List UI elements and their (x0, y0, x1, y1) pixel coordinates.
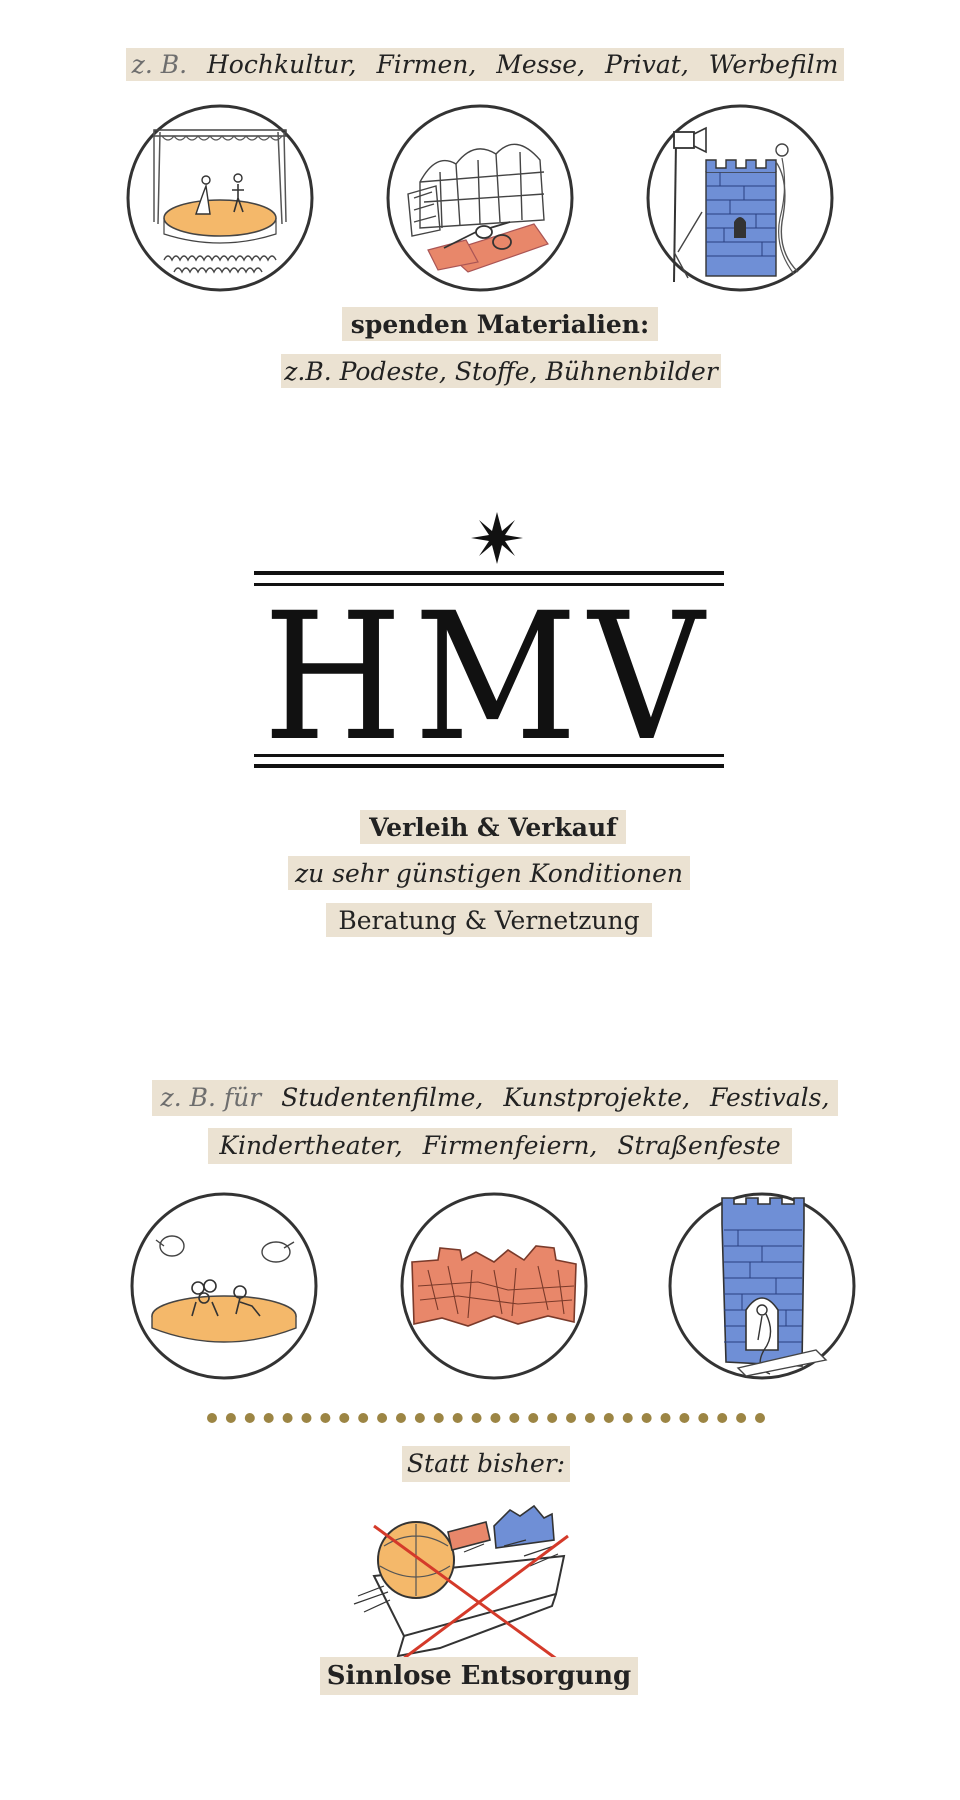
divider-dot (641, 1413, 652, 1423)
example-firmen: Firmen, (376, 50, 477, 79)
example-kunstprojekte: Kunstprojekte, (503, 1083, 691, 1112)
divider-dot (225, 1413, 236, 1423)
divider-dot (509, 1413, 520, 1423)
example-strassenfeste: Straßenfeste (617, 1131, 781, 1160)
divider-dot (622, 1413, 633, 1423)
divider-dot (339, 1413, 350, 1423)
hmv-logo: HMV (254, 512, 724, 774)
divider-dot (679, 1413, 690, 1423)
service-conditions: zu sehr günstigen Konditionen (288, 856, 690, 890)
donate-heading: spenden Materialien: (342, 307, 658, 341)
divider-dot (433, 1413, 444, 1423)
tower-princess-icon (668, 1192, 856, 1380)
puppet-stage-icon (130, 1192, 318, 1380)
dotted-divider (207, 1413, 765, 1423)
divider-dot (584, 1413, 595, 1423)
divider-dot (660, 1413, 671, 1423)
divider-dot (566, 1413, 577, 1423)
divider-dot (547, 1413, 558, 1423)
bottom-prefix: z. B. für (160, 1083, 262, 1112)
divider-dot (282, 1413, 293, 1423)
donate-examples: z.B. Podeste, Stoffe, Bühnenbilder (281, 354, 721, 388)
divider-dot (207, 1413, 217, 1423)
example-firmenfeiern: Firmenfeiern, (422, 1131, 598, 1160)
bottom-examples-row1: z. B. für Studentenfilme, Kunstprojekte,… (152, 1080, 838, 1116)
divider-dot (263, 1413, 274, 1423)
divider-dot (603, 1413, 614, 1423)
divider-dot (736, 1413, 747, 1423)
divider-dot (395, 1413, 406, 1423)
divider-dot (698, 1413, 709, 1423)
example-festivals: Festivals, (709, 1083, 830, 1112)
example-hochkultur: Hochkultur, (207, 50, 357, 79)
divider-dot (471, 1413, 482, 1423)
example-kindertheater: Kindertheater, (219, 1131, 403, 1160)
logo-mark: HMV (263, 575, 715, 774)
divider-dot (528, 1413, 539, 1423)
service-consulting: Beratung & Vernetzung (326, 903, 652, 937)
stage-performance-icon (126, 104, 314, 292)
disposal-label: Sinnlose Entsorgung (320, 1657, 638, 1695)
exhibition-hall-icon (386, 104, 574, 292)
bottom-examples-row2: Kindertheater, Firmenfeiern, Straßenfest… (208, 1128, 792, 1164)
divider-dot (414, 1413, 425, 1423)
divider-dot (452, 1413, 463, 1423)
example-messe: Messe, (496, 50, 586, 79)
example-werbefilm: Werbefilm (708, 50, 839, 79)
dumpster-crossed-icon (353, 1504, 581, 1684)
divider-dot (717, 1413, 728, 1423)
example-privat: Privat, (605, 50, 689, 79)
film-set-castle-icon (646, 104, 834, 292)
top-examples-line: z. B. Hochkultur, Firmen, Messe, Privat,… (126, 48, 844, 81)
divider-dot (244, 1413, 255, 1423)
instead-label: Statt bisher: (402, 1446, 570, 1482)
divider-dot (490, 1413, 501, 1423)
divider-dot (755, 1413, 765, 1423)
service-rental-sale: Verleih & Verkauf (360, 810, 626, 844)
star-icon (471, 512, 523, 564)
divider-dot (320, 1413, 331, 1423)
top-prefix: z. B. (131, 50, 188, 79)
divider-dot (358, 1413, 369, 1423)
city-backdrop-icon (400, 1192, 588, 1380)
divider-dot (301, 1413, 312, 1423)
example-studentenfilme: Studentenfilme, (281, 1083, 484, 1112)
divider-dot (377, 1413, 388, 1423)
